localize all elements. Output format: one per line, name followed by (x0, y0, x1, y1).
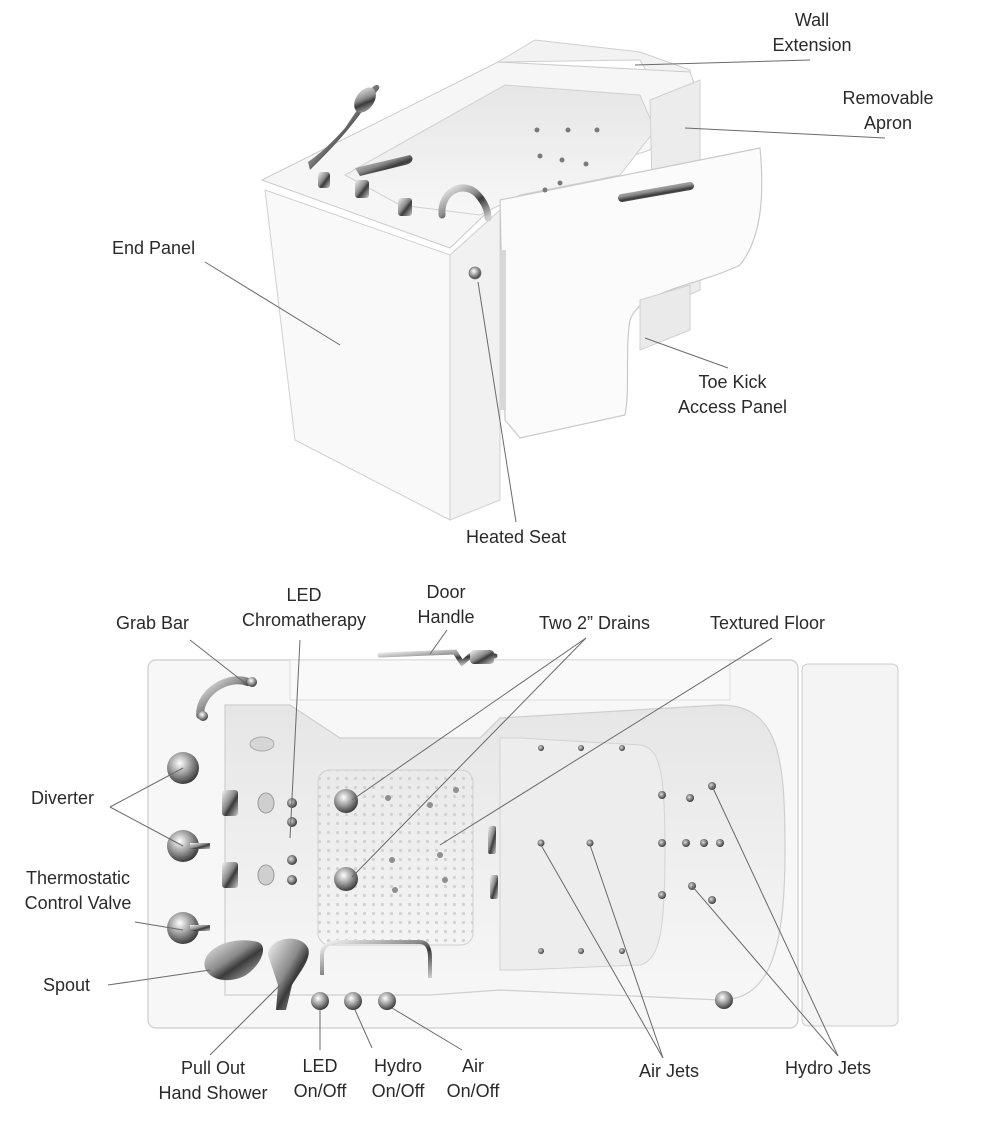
label-air-on-off: Air On/Off (439, 1054, 507, 1104)
overflow-cover (715, 991, 733, 1009)
label-led-on-off-line1: LED (302, 1056, 338, 1076)
open-door-shape (499, 147, 763, 439)
label-heated-seat-text: Heated Seat (466, 527, 567, 547)
spout-top-shape (355, 155, 413, 176)
door-hinge (500, 250, 506, 410)
label-led-on-off: LED On/Off (286, 1054, 354, 1104)
label-door-handle: Door Handle (404, 580, 488, 630)
label-two-drains-text: Two 2” Drains (539, 613, 651, 633)
label-end-panel: End Panel (112, 236, 195, 261)
air-button (378, 992, 396, 1010)
toe-kick-panel-shape (639, 284, 691, 351)
drain-2 (334, 867, 358, 891)
air-jets (537, 745, 625, 954)
label-wall-extension-line2: Extension (772, 35, 852, 55)
door-handle-knob (470, 650, 494, 664)
end-panel-shape (264, 189, 451, 521)
top-knob-2 (355, 180, 369, 198)
label-wall-extension-line1: Wall (794, 10, 830, 30)
thermostatic-valve-knob (167, 912, 199, 944)
label-pull-out-shower-line1: Pull Out (180, 1058, 246, 1078)
spout-shape (204, 940, 264, 981)
drain-1 (334, 789, 358, 813)
label-hydro-on-off-line2: On/Off (371, 1081, 425, 1101)
label-wall-extension: Wall Extension (752, 8, 872, 58)
label-led-chromatherapy-line1: LED (286, 585, 322, 605)
label-air-jets: Air Jets (639, 1059, 699, 1084)
label-end-panel-text: End Panel (112, 238, 196, 258)
label-textured-floor-text: Textured Floor (710, 613, 826, 633)
label-removable-apron-line2: Apron (863, 113, 913, 133)
plan-seat (499, 737, 666, 971)
hand-shower-head (354, 87, 376, 113)
label-thermostatic-valve: Thermostatic Control Valve (6, 866, 150, 916)
label-diverter: Diverter (31, 786, 94, 811)
hand-shower-shape-plan (268, 938, 309, 1010)
label-toe-kick: Toe Kick Access Panel (660, 370, 805, 420)
plan-leader-lines (107, 629, 839, 1059)
label-door-handle-line2: Handle (417, 607, 475, 627)
label-grab-bar-text: Grab Bar (116, 613, 190, 633)
label-thermostatic-valve-line1: Thermostatic (25, 868, 131, 888)
top-leader-lines (204, 59, 886, 523)
hydro-button (344, 992, 362, 1010)
grab-bar-top-shape (438, 184, 492, 222)
tub-basin (343, 84, 656, 216)
label-hydro-jets: Hydro Jets (785, 1056, 871, 1081)
heated-seat-button (468, 266, 482, 280)
label-led-chromatherapy: LED Chromatherapy (228, 583, 380, 633)
label-removable-apron-line1: Removable (842, 88, 934, 108)
label-air-on-off-line2: On/Off (446, 1081, 500, 1101)
label-toe-kick-line1: Toe Kick (698, 372, 767, 392)
top-knob-3 (398, 198, 412, 216)
tub-front-face (449, 208, 501, 521)
label-thermostatic-valve-line2: Control Valve (24, 893, 132, 913)
label-grab-bar: Grab Bar (116, 611, 189, 636)
door-handle-top-shape (618, 182, 694, 202)
plan-door-top (289, 659, 731, 701)
label-pull-out-shower: Pull Out Hand Shower (147, 1056, 279, 1106)
label-spout: Spout (43, 973, 90, 998)
tub-perspective-view (260, 39, 763, 521)
label-led-chromatherapy-line2: Chromatherapy (241, 610, 367, 630)
label-pull-out-shower-line2: Hand Shower (158, 1083, 268, 1103)
label-hydro-jets-text: Hydro Jets (785, 1058, 872, 1078)
top-knob-1 (318, 172, 330, 188)
label-toe-kick-line2: Access Panel (677, 397, 788, 417)
basin-jets (534, 127, 600, 193)
inner-grab-bar (320, 940, 432, 978)
label-two-drains: Two 2” Drains (539, 611, 650, 636)
label-door-handle-line1: Door (426, 582, 466, 602)
hydro-jets (658, 782, 724, 904)
label-hydro-on-off-line1: Hydro (373, 1056, 422, 1076)
label-hydro-on-off: Hydro On/Off (364, 1054, 432, 1104)
led-button (311, 992, 329, 1010)
plan-wall-extension (801, 663, 899, 1027)
label-spout-text: Spout (43, 975, 91, 995)
label-diverter-text: Diverter (31, 788, 95, 808)
label-led-on-off-line2: On/Off (293, 1081, 347, 1101)
label-removable-apron: Removable Apron (828, 86, 948, 136)
tub-plan-view (147, 649, 899, 1029)
label-heated-seat: Heated Seat (466, 525, 566, 550)
label-air-jets-text: Air Jets (639, 1061, 700, 1081)
label-textured-floor: Textured Floor (710, 611, 825, 636)
label-air-on-off-line1: Air (462, 1056, 484, 1076)
